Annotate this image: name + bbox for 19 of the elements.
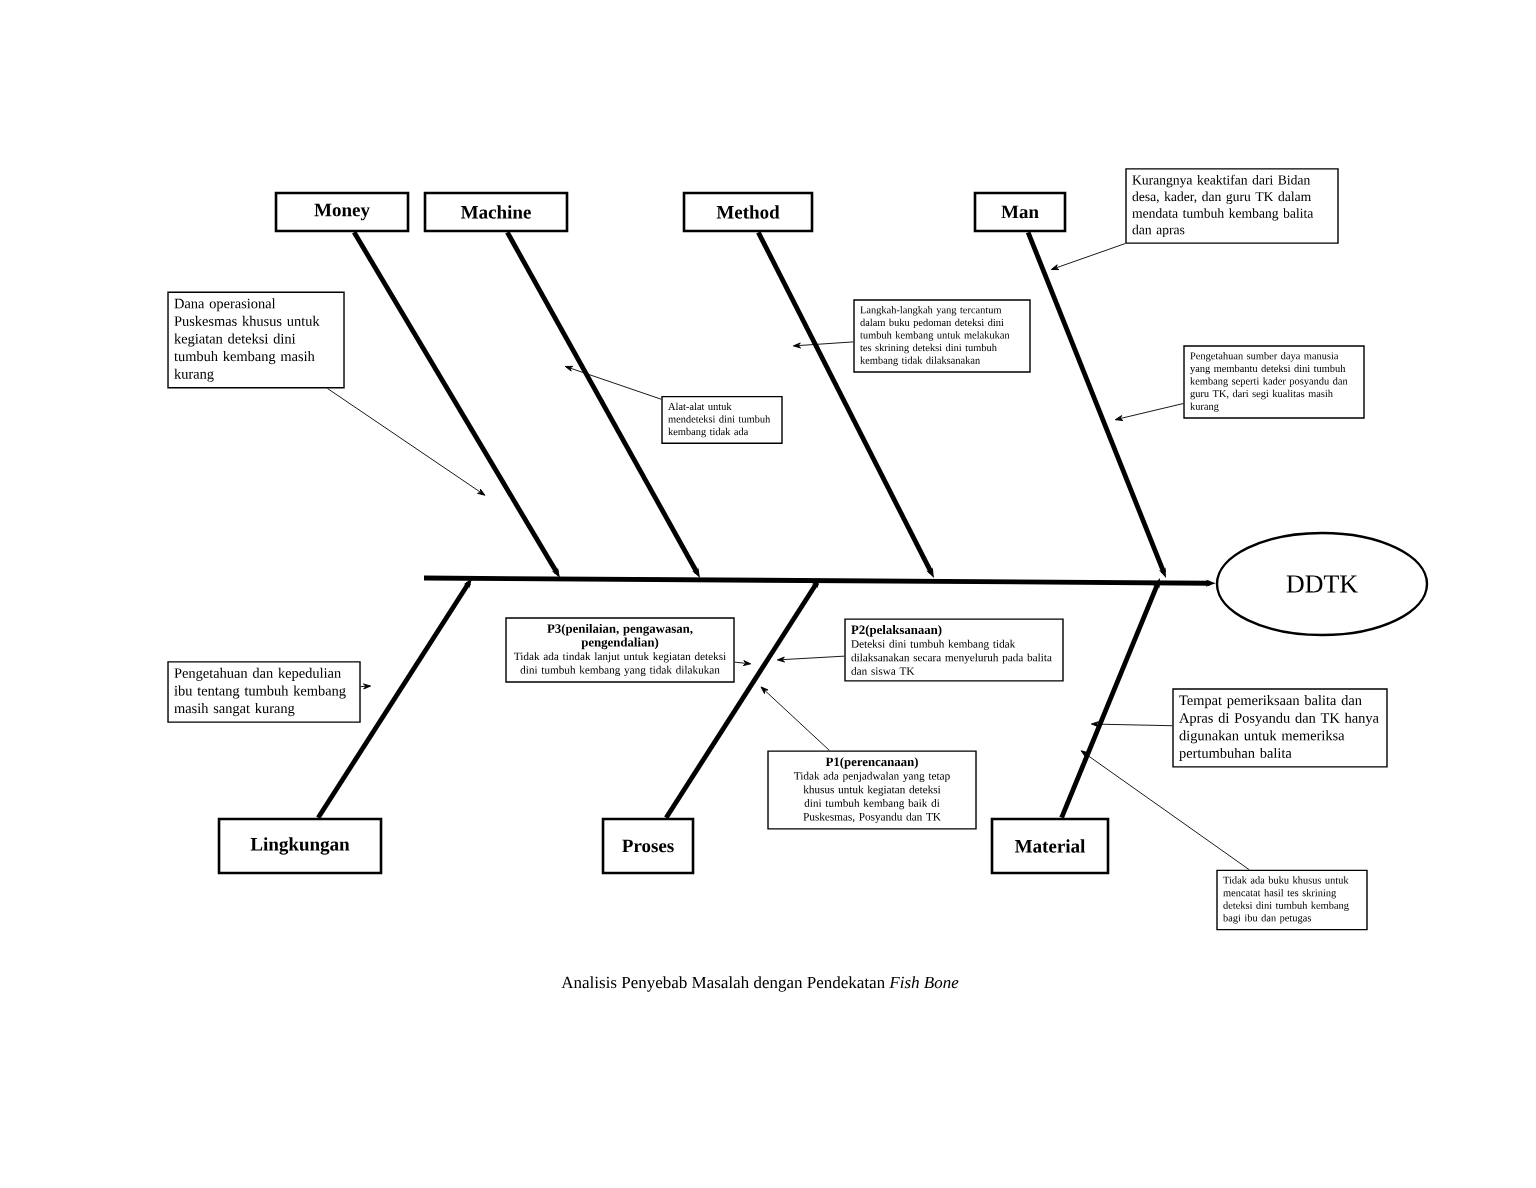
leader-arrow <box>564 365 662 400</box>
leader-arrow <box>776 655 845 663</box>
leader-arrow <box>1080 750 1250 871</box>
leader-arrow <box>792 341 854 349</box>
leader-arrow <box>1114 403 1184 421</box>
leader-arrow <box>760 686 830 751</box>
category-box: Material <box>990 817 1110 875</box>
leader-arrow <box>1090 721 1173 728</box>
category-box: Lingkungan <box>217 817 383 875</box>
leader-arrow <box>734 660 752 667</box>
category-box: Proses <box>601 817 695 875</box>
leader-arrow <box>360 683 372 690</box>
leader-arrow <box>327 388 486 496</box>
leader-arrow <box>1050 243 1126 270</box>
category-box: Man <box>973 191 1067 233</box>
category-box: Machine <box>423 191 569 233</box>
caption: Analisis Penyebab Masalah dengan Pendekatan Fish Bone <box>561 976 959 992</box>
category-box: Money <box>274 191 410 233</box>
category-box: Method <box>682 191 814 233</box>
